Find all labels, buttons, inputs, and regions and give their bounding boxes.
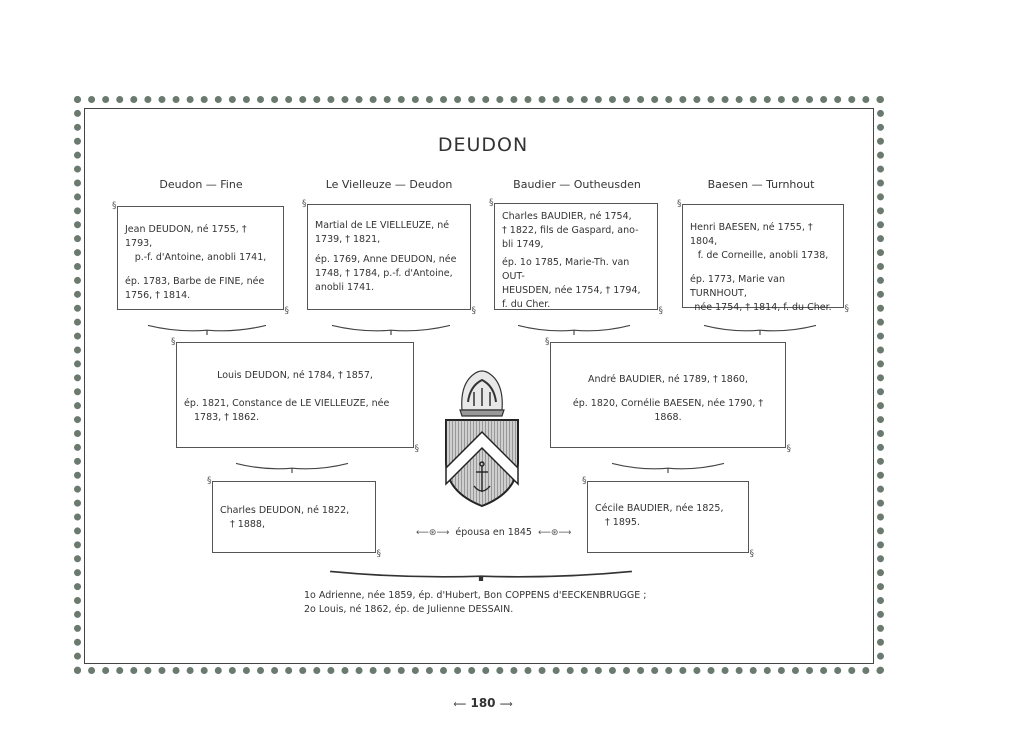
brace-connector (517, 320, 631, 335)
couple-box-andre-baudier: André BAUDIER, né 1789, † 1860, ép. 1820… (545, 335, 791, 456)
couple-box-levielleuze-deudon: Martial de LE VIELLEUZE, né 1739, † 1821… (302, 197, 476, 318)
person-box-cecile-baudier: Cécile BAUDIER, née 1825, † 1895. (582, 474, 754, 561)
column-heading-4: Baesen — Turnhout (707, 178, 815, 191)
box-line: f. du Cher. (502, 299, 551, 310)
box-line: † 1822, fils de Gaspard, ano- (502, 225, 639, 236)
brace-connector (235, 458, 349, 473)
box-line: ép. 1820, Cornélie BAESEN, née 1790, † 1… (572, 398, 764, 423)
couple-box-louis-deudon: Louis DEUDON, né 1784, † 1857, ép. 1821,… (171, 335, 419, 456)
box-line: anobli 1741. (315, 282, 375, 293)
page-title: DEUDON (437, 134, 529, 156)
box-line: ép. 1o 1785, Marie-Th. van OUT- (502, 257, 630, 282)
couple-box-deudon-fine: Jean DEUDON, né 1755, † 1793, p.-f. d'An… (112, 199, 289, 318)
box-line: 1783, † 1862. (194, 412, 260, 423)
box-line: Charles BAUDIER, né 1754, (502, 211, 632, 222)
married-label: ⟵⊛⟶ épousa en 1845 ⟵⊛⟶ (416, 527, 571, 538)
box-line: Martial de LE VIELLEUZE, né (315, 220, 450, 231)
box-line: ép. 1821, Constance de LE VIELLEUZE, née (184, 398, 390, 409)
column-heading-2: Le Vielleuze — Deudon (325, 178, 453, 191)
ornamental-border (74, 96, 884, 674)
person-box-charles-deudon: Charles DEUDON, né 1822, † 1888, (207, 474, 381, 561)
children-list: 1o Adrienne, née 1859, ép. d'Hubert, Bon… (304, 589, 647, 617)
couple-box-baudier-outheusden: Charles BAUDIER, né 1754, † 1822, fils d… (489, 196, 663, 318)
box-line: Cécile BAUDIER, née 1825, (595, 503, 724, 514)
box-line: André BAUDIER, né 1789, † 1860, (588, 374, 748, 385)
column-heading-1: Deudon — Fine (159, 178, 243, 191)
brace-connector (703, 320, 817, 335)
box-line: ép. 1769, Anne DEUDON, née (315, 254, 457, 265)
box-line: Henri BAESEN, né 1755, † 1804, (690, 222, 813, 247)
box-line: bli 1749, (502, 239, 544, 250)
inner-frame (84, 108, 874, 664)
ornament-left-icon: ⟵⊛⟶ (416, 528, 450, 538)
page-number: ⟵ 180 ⟶ (453, 696, 513, 710)
married-text: épousa en 1845 (455, 527, 532, 538)
box-line: née 1754, † 1814, f. du Cher. (694, 302, 832, 313)
box-line: 1748, † 1784, p.-f. d'Antoine, (315, 268, 453, 279)
box-line: ép. 1783, Barbe de FINE, née (125, 276, 265, 287)
brace-connector (147, 320, 267, 335)
box-line: † 1888, (230, 519, 265, 530)
box-line: Louis DEUDON, né 1784, † 1857, (217, 370, 373, 381)
brace-connector (329, 566, 633, 581)
child-entry: 1o Adrienne, née 1859, ép. d'Hubert, Bon… (304, 590, 647, 601)
brace-connector (611, 458, 725, 473)
brace-connector (331, 320, 451, 335)
box-line: HEUSDEN, née 1754, † 1794, (502, 285, 641, 296)
box-line: 1756, † 1814. (125, 290, 191, 301)
box-line: ép. 1773, Marie van TURNHOUT, (690, 274, 786, 299)
ornament-right-icon: ⟵⊛⟶ (538, 528, 572, 538)
box-line: p.-f. d'Antoine, anobli 1741, (134, 252, 267, 263)
box-line: Charles DEUDON, né 1822, (220, 505, 350, 516)
coat-of-arms-icon (445, 370, 519, 508)
couple-box-baesen-turnhout: Henri BAESEN, né 1755, † 1804, f. de Cor… (677, 197, 849, 316)
child-entry: 2o Louis, né 1862, ép. de Julienne DESSA… (304, 604, 514, 615)
column-heading-3: Baudier — Outheusden (513, 178, 641, 191)
box-line: f. de Corneille, anobli 1738, (697, 250, 829, 261)
box-line: Jean DEUDON, né 1755, † 1793, (125, 224, 247, 249)
box-line: † 1895. (605, 517, 640, 528)
page-number-text: 180 (470, 696, 496, 710)
box-line: 1739, † 1821, (315, 234, 381, 245)
